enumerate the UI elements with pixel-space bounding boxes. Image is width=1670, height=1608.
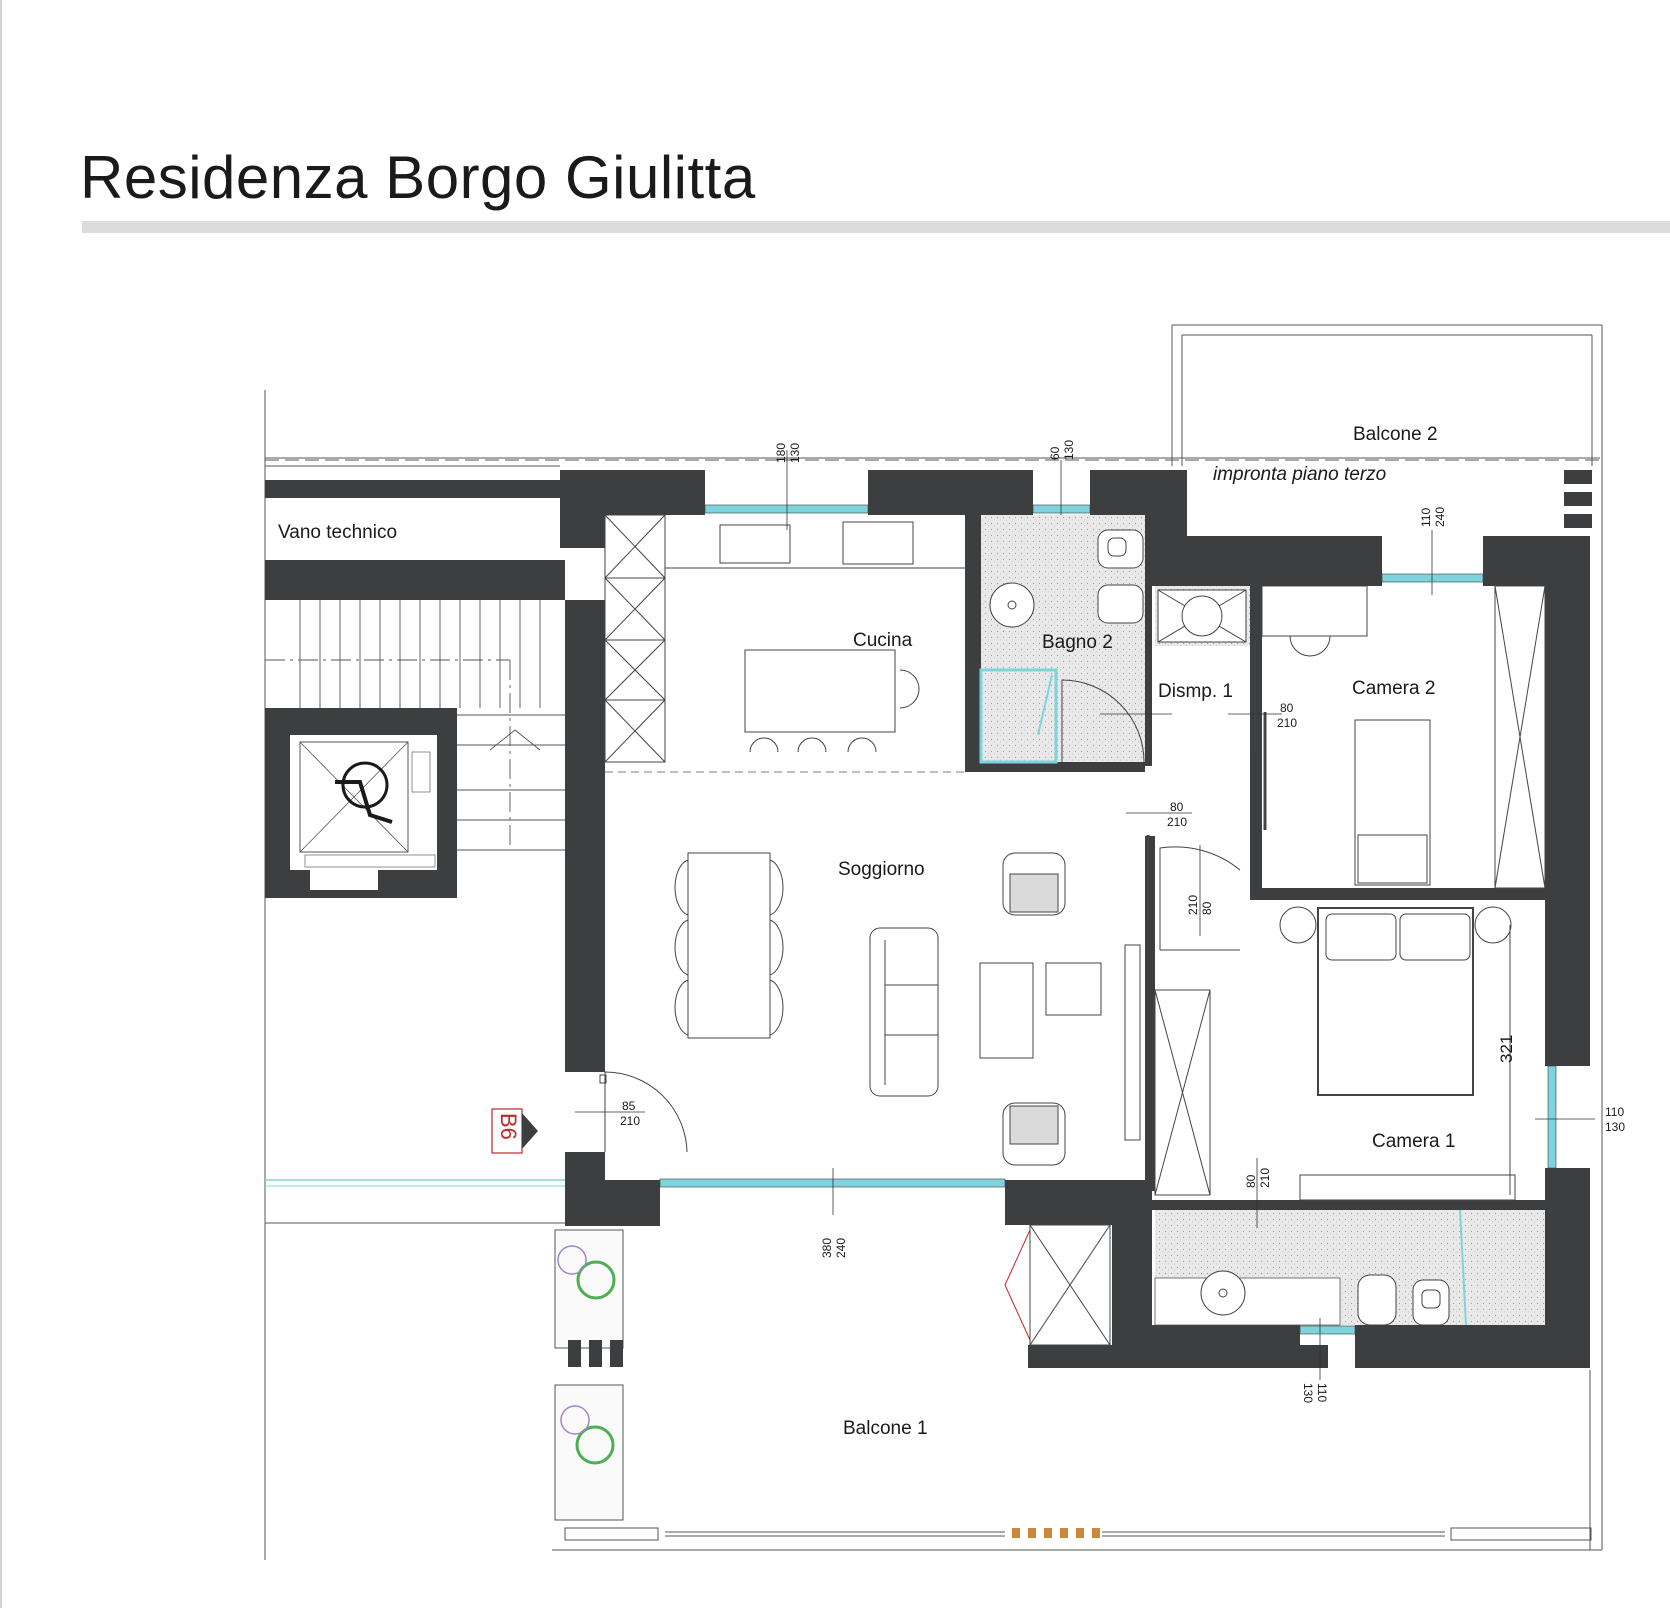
svg-text:80: 80 xyxy=(1244,1174,1258,1188)
svg-text:B6: B6 xyxy=(496,1113,521,1140)
svg-text:80: 80 xyxy=(1170,800,1184,814)
svg-text:110: 110 xyxy=(1419,508,1433,527)
camera1-furniture xyxy=(1154,906,1516,1201)
svg-text:110: 110 xyxy=(1605,1105,1624,1119)
svg-text:80: 80 xyxy=(1200,901,1214,915)
svg-text:130: 130 xyxy=(1301,1383,1315,1403)
room-label-balcone1: Balcone 1 xyxy=(843,1418,928,1439)
room-label-camera2: Camera 2 xyxy=(1352,678,1435,699)
elevator xyxy=(290,735,437,890)
svg-text:80: 80 xyxy=(1280,701,1294,715)
planters xyxy=(554,1229,624,1521)
svg-text:210: 210 xyxy=(1186,895,1200,915)
svg-text:110: 110 xyxy=(1315,1383,1329,1402)
impronta-label: impronta piano terzo xyxy=(1213,464,1386,485)
svg-text:85: 85 xyxy=(622,1099,636,1113)
svg-text:130: 130 xyxy=(1062,440,1076,460)
section-marker-b6: B6 xyxy=(491,1108,538,1154)
kitchen-furniture xyxy=(604,514,965,763)
vent-grilles xyxy=(1564,470,1592,528)
soggiorno-furniture xyxy=(674,852,1141,1166)
svg-text:240: 240 xyxy=(834,1238,848,1258)
room-label-disimpegno: Dismp. 1 xyxy=(1158,681,1233,702)
disimpegno-doors xyxy=(1146,640,1256,951)
balcony-railing xyxy=(564,1527,1592,1541)
svg-text:380: 380 xyxy=(820,1238,834,1258)
svg-text:210: 210 xyxy=(1258,1168,1272,1188)
camera2-furniture xyxy=(1261,585,1546,889)
room-label-vano-tecnico: Vano technico xyxy=(278,522,397,543)
svg-text:210: 210 xyxy=(1277,716,1297,730)
bagno1-fixtures xyxy=(1200,1209,1467,1326)
room-label-balcone2: Balcone 2 xyxy=(1353,424,1438,445)
room-label-bagno2: Bagno 2 xyxy=(1042,632,1113,653)
room-label-camera1: Camera 1 xyxy=(1372,1131,1455,1152)
svg-text:60: 60 xyxy=(1048,446,1062,460)
room-label-cucina: Cucina xyxy=(853,630,913,651)
title-underline xyxy=(82,221,1670,233)
entrance-door xyxy=(599,1071,688,1153)
balcony-closet xyxy=(1004,1224,1111,1346)
room-label-soggiorno: Soggiorno xyxy=(838,859,925,880)
svg-text:130: 130 xyxy=(788,443,802,463)
svg-text:130: 130 xyxy=(1605,1120,1625,1134)
stairs xyxy=(265,600,565,851)
svg-text:321: 321 xyxy=(1497,1035,1516,1063)
svg-text:210: 210 xyxy=(1167,815,1187,829)
page-left-border xyxy=(0,0,2,1608)
bagno2-fixtures xyxy=(979,529,1247,764)
svg-text:240: 240 xyxy=(1433,507,1447,527)
windows xyxy=(659,504,1557,1335)
svg-text:210: 210 xyxy=(620,1114,640,1128)
dimension-lines xyxy=(575,450,1595,1380)
svg-text:180: 180 xyxy=(774,443,788,463)
page-title: Residenza Borgo Giulitta xyxy=(80,144,756,211)
